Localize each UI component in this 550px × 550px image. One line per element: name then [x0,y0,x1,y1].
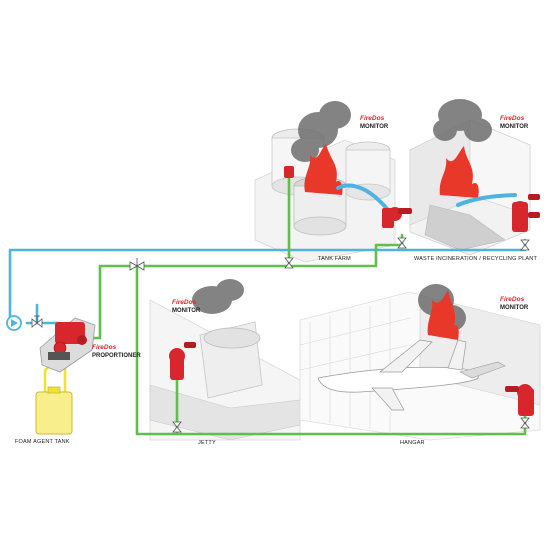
valve-icon [284,257,294,269]
waste-plant-label: WASTE INCINERATION / RECYCLING PLANT [414,256,538,262]
hangar-label: HANGAR [400,440,425,446]
proportioner-label: FireDos PROPORTIONER [92,344,141,359]
waste-plant-monitor-label: FireDos MONITOR [500,115,529,130]
brand-name: FireDos [360,115,385,122]
valve-icon [520,239,530,251]
foam-tank-icon [35,386,73,435]
foam-tank-label: FOAM AGENT TANK [15,439,70,445]
jetty-scene [149,299,301,441]
pump-icon [6,315,22,331]
valve-icon [172,421,182,433]
foam-jets [336,183,517,212]
monitor-label: MONITOR [360,123,389,130]
hangar-monitor-label: FireDos MONITOR [500,296,529,311]
tank-farm-label: TANK FARM [318,256,351,262]
proportioner-unit [39,317,96,373]
fire-flames [304,144,479,340]
proportioner-text: PROPORTIONER [92,352,141,359]
brand-name: FireDos [500,296,525,303]
monitor-icon [512,194,540,232]
valve-icon [520,417,530,429]
monitor-icon [505,384,534,416]
jetty-label: JETTY [198,440,216,446]
valve-icon [129,258,145,271]
valve-icon [31,315,43,328]
hangar-scene [299,291,541,441]
monitor-icon [382,207,412,228]
brand-name: FireDos [92,344,117,351]
monitor-label: MONITOR [500,304,529,311]
brand-name: FireDos [172,299,197,306]
monitor-label: MONITOR [172,307,201,314]
tank-farm-monitor-label: FireDos MONITOR [360,115,389,130]
jetty-monitor-label: FireDos MONITOR [172,299,201,314]
valve-icon [397,237,407,249]
brand-name: FireDos [500,115,525,122]
nozzle-icon [284,166,294,178]
monitor-label: MONITOR [500,123,529,130]
monitor-icon [169,342,196,380]
